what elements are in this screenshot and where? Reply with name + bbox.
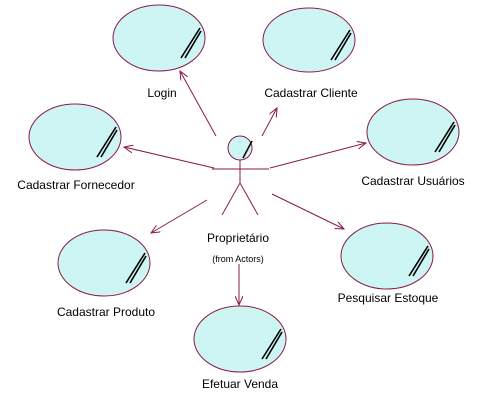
use-case-ellipse xyxy=(57,229,151,297)
use-case-glint xyxy=(408,245,430,277)
use-case-cadastrar-produto[interactable]: Cadastrar Produto xyxy=(57,229,155,319)
actor-left-leg xyxy=(221,182,241,216)
use-case-pesquisar-estoque[interactable]: Pesquisar Estoque xyxy=(338,222,439,305)
use-case-ellipse xyxy=(366,98,460,166)
actor-proprietario[interactable]: Proprietário (from Actors) xyxy=(207,135,269,264)
association-cadastrar-fornecedor xyxy=(124,147,215,169)
use-case-cadastrar-fornecedor[interactable]: Cadastrar Fornecedor xyxy=(17,103,135,192)
associations xyxy=(124,71,366,305)
use-case-label: Pesquisar Estoque xyxy=(338,291,439,305)
use-case-ellipse xyxy=(28,103,122,171)
use-case-glint xyxy=(261,328,283,360)
actor-name: Proprietário xyxy=(207,231,269,245)
use-case-glint xyxy=(125,252,147,284)
actor-note: (from Actors) xyxy=(212,254,264,264)
use-case-label: Login xyxy=(147,86,176,100)
use-case-glint xyxy=(180,27,202,59)
use-case-cadastrar-cliente[interactable]: Cadastrar Cliente xyxy=(262,7,358,100)
use-case-label: Cadastrar Produto xyxy=(57,305,155,319)
use-case-cadastrar-usuarios[interactable]: Cadastrar Usuários xyxy=(361,98,465,188)
use-case-glint xyxy=(330,29,352,61)
use-case-ellipse xyxy=(112,4,206,72)
use-case-label: Cadastrar Cliente xyxy=(264,86,358,100)
use-case-glint xyxy=(96,126,118,158)
use-case-ellipse xyxy=(340,222,434,290)
use-case-glint xyxy=(434,121,456,153)
association-login xyxy=(180,71,217,137)
use-case-label: Efetuar Venda xyxy=(202,377,278,391)
use-case-label: Cadastrar Fornecedor xyxy=(17,178,134,192)
use-case-ellipse xyxy=(262,7,356,73)
association-pesquisar-estoque xyxy=(271,193,344,229)
use-case-efetuar-venda[interactable]: Efetuar Venda xyxy=(193,305,287,391)
use-case-label: Cadastrar Usuários xyxy=(361,174,464,188)
use-case-login[interactable]: Login xyxy=(112,4,206,100)
association-cadastrar-produto xyxy=(151,199,208,233)
association-cadastrar-cliente xyxy=(261,108,277,137)
use-case-ellipse xyxy=(193,305,287,373)
association-cadastrar-usuarios xyxy=(269,143,366,169)
actor-head-glint xyxy=(242,140,253,159)
actor-right-leg xyxy=(239,182,259,216)
